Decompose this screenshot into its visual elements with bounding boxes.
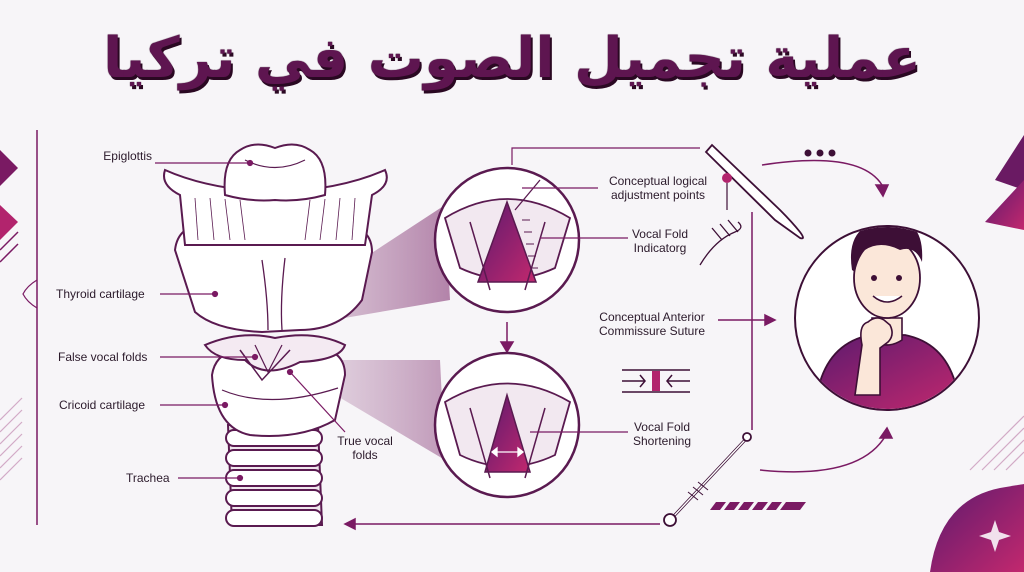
down-arrow: [499, 322, 515, 354]
label-trachea: Trachea: [126, 471, 170, 485]
annotation-lines: [511, 147, 700, 433]
left-frame: [22, 130, 38, 525]
left-decoration: [0, 150, 23, 481]
label-epiglottis: Epiglottis: [103, 149, 152, 163]
shortening-icon: [622, 369, 690, 393]
flow-arrows: [343, 159, 894, 531]
label-vocal-fold-shortening: Vocal Fold Shortening: [632, 420, 692, 448]
label-false-vocal-folds: False vocal folds: [58, 350, 148, 364]
label-thyroid-cartilage: Thyroid cartilage: [56, 287, 145, 301]
vocal-fold-view-bottom: [433, 351, 581, 499]
scalpel-icon: [704, 143, 804, 240]
suture-icon: [699, 219, 742, 266]
happy-patient-icon: [794, 225, 980, 411]
label-anterior-commissure-suture: Conceptual Anterior Commissure Suture: [598, 310, 706, 338]
label-logical-adjustment-points: Conceptual logical adjustment points: [608, 174, 708, 202]
leader-lines: [155, 159, 346, 482]
dots-indicator: [804, 149, 836, 157]
label-vocal-fold-indicator: Vocal Fold Indicatorg: [631, 227, 689, 255]
sparkle-icon: [979, 520, 1011, 552]
probe-icon: [663, 432, 752, 527]
page-title: عملية تجميل الصوت في تركيا: [103, 26, 921, 91]
label-true-vocal-folds: True vocal folds: [337, 434, 393, 462]
stripe-bar: [710, 502, 806, 510]
epiglottis-shape: [223, 143, 327, 202]
larynx-illustration: [163, 143, 388, 527]
vocal-fold-view-top: [433, 166, 581, 314]
right-decoration: [930, 135, 1024, 572]
label-cricoid-cartilage: Cricoid cartilage: [59, 398, 146, 412]
